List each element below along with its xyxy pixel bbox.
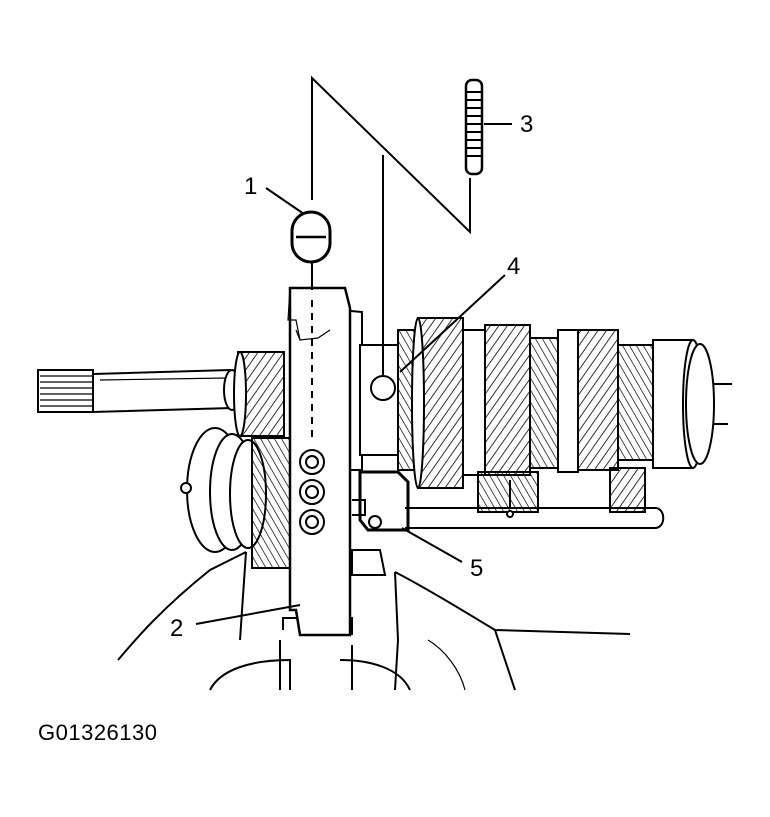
detent-plug [290, 210, 332, 264]
transmission-case [117, 551, 631, 691]
detent-spring [464, 78, 484, 176]
installation-path [311, 75, 471, 290]
shift-lug [351, 470, 410, 576]
shift-rail [405, 480, 665, 529]
callout-5: 5 [470, 555, 483, 582]
mainshaft-gear-stack [339, 308, 732, 513]
callout-3: 3 [520, 111, 533, 138]
input-gear [233, 351, 285, 437]
input-shaft [37, 368, 241, 414]
countershaft-bearing [180, 427, 293, 569]
callout-1: 1 [244, 173, 257, 200]
leader-lines [195, 123, 512, 625]
callout-4: 4 [507, 253, 520, 280]
interlock-ball [370, 155, 396, 401]
callout-2: 2 [170, 615, 183, 642]
shift-fork [287, 286, 352, 637]
figure-id: G01326130 [38, 720, 158, 745]
